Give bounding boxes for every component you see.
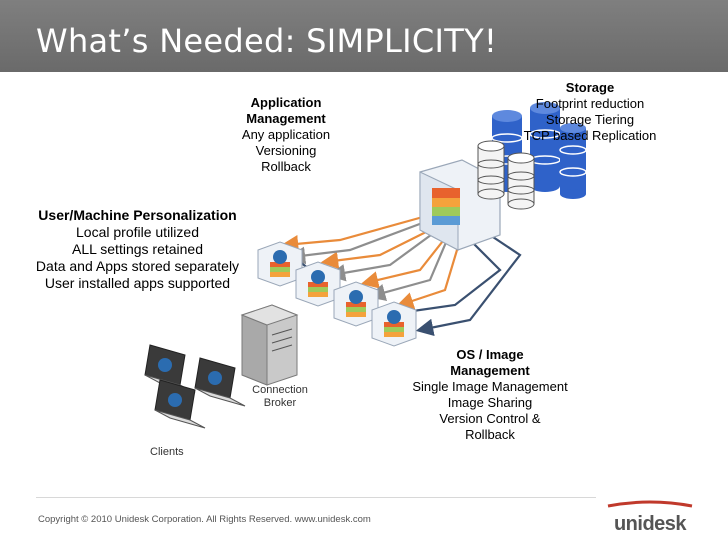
storage-cylinder — [559, 123, 587, 199]
footer-divider — [36, 497, 596, 498]
application-heading-2: Management — [246, 111, 326, 126]
storage-cylinders — [477, 102, 587, 210]
copyright-text: Copyright © 2010 Unidesk Corporation. Al… — [38, 514, 371, 525]
desktop-cubes — [257, 241, 417, 347]
gray-arrow-3 — [367, 239, 449, 301]
navy-arrow-2 — [380, 239, 502, 322]
orange-arrow-3 — [360, 231, 451, 289]
gray-arrow-1 — [287, 220, 426, 265]
application-heading-1: Application — [250, 95, 322, 110]
vm-desktop-cube — [257, 241, 303, 287]
unidesk-logo: unidesk — [607, 500, 693, 535]
broker-line-1: Connection — [252, 384, 308, 396]
user-personalization-block: User/Machine Personalization Local profi… — [30, 207, 245, 292]
orange-arrow-2 — [320, 224, 441, 270]
storage-cylinder-white — [507, 152, 535, 210]
application-line-1: Any application — [241, 127, 331, 142]
vm-desktop-cube — [371, 301, 417, 347]
os-line-2: Image Sharing — [447, 395, 533, 410]
application-line-3: Rollback — [261, 159, 311, 174]
storage-cylinder — [529, 102, 561, 192]
os-line-3: Version Control & — [439, 411, 541, 426]
logo-wordmark: unidesk — [614, 513, 687, 535]
flow-arrows — [280, 213, 522, 337]
storage-line-3: TCP based Replication — [523, 128, 657, 143]
client-laptop — [154, 379, 206, 429]
connection-broker-server — [240, 304, 299, 386]
clients-label: Clients — [150, 446, 184, 458]
user-line-2: ALL settings retained — [71, 241, 203, 257]
user-line-1: Local profile utilized — [76, 224, 199, 240]
vm-desktop-cube — [295, 261, 341, 307]
os-line-1: Single Image Management — [412, 379, 568, 394]
storage-heading: Storage — [565, 80, 615, 95]
os-line-4: Rollback — [465, 427, 515, 442]
client-laptops — [144, 344, 246, 429]
storage-line-2: Storage Tiering — [545, 112, 635, 127]
slide-title: What’s Needed: SIMPLICITY! — [36, 22, 498, 60]
application-management-block: Application Management Any application V… — [226, 95, 346, 175]
user-line-3: Data and Apps stored separately — [35, 258, 240, 274]
storage-cylinder-white — [477, 140, 505, 200]
gray-arrow-2 — [327, 231, 436, 282]
os-heading-2: Management — [450, 363, 530, 378]
user-heading: User/Machine Personalization — [38, 207, 237, 223]
storage-line-1: Footprint reduction — [535, 96, 645, 111]
orange-arrow-4 — [395, 239, 462, 310]
os-heading-1: OS / Image — [456, 347, 524, 362]
client-laptop — [194, 357, 246, 407]
os-image-management-block: OS / Image Management Single Image Manag… — [400, 347, 580, 443]
application-line-2: Versioning — [255, 143, 317, 158]
user-line-4: User installed apps supported — [44, 275, 231, 291]
vm-desktop-cube — [333, 281, 379, 327]
title-bar: What’s Needed: SIMPLICITY! — [0, 0, 728, 72]
orange-arrow-1 — [280, 213, 431, 253]
broker-line-2: Broker — [263, 397, 297, 409]
connection-broker-label: Connection Broker — [240, 384, 320, 410]
navy-arrow-1 — [415, 224, 522, 337]
storage-block: Storage Footprint reduction Storage Tier… — [510, 80, 670, 144]
